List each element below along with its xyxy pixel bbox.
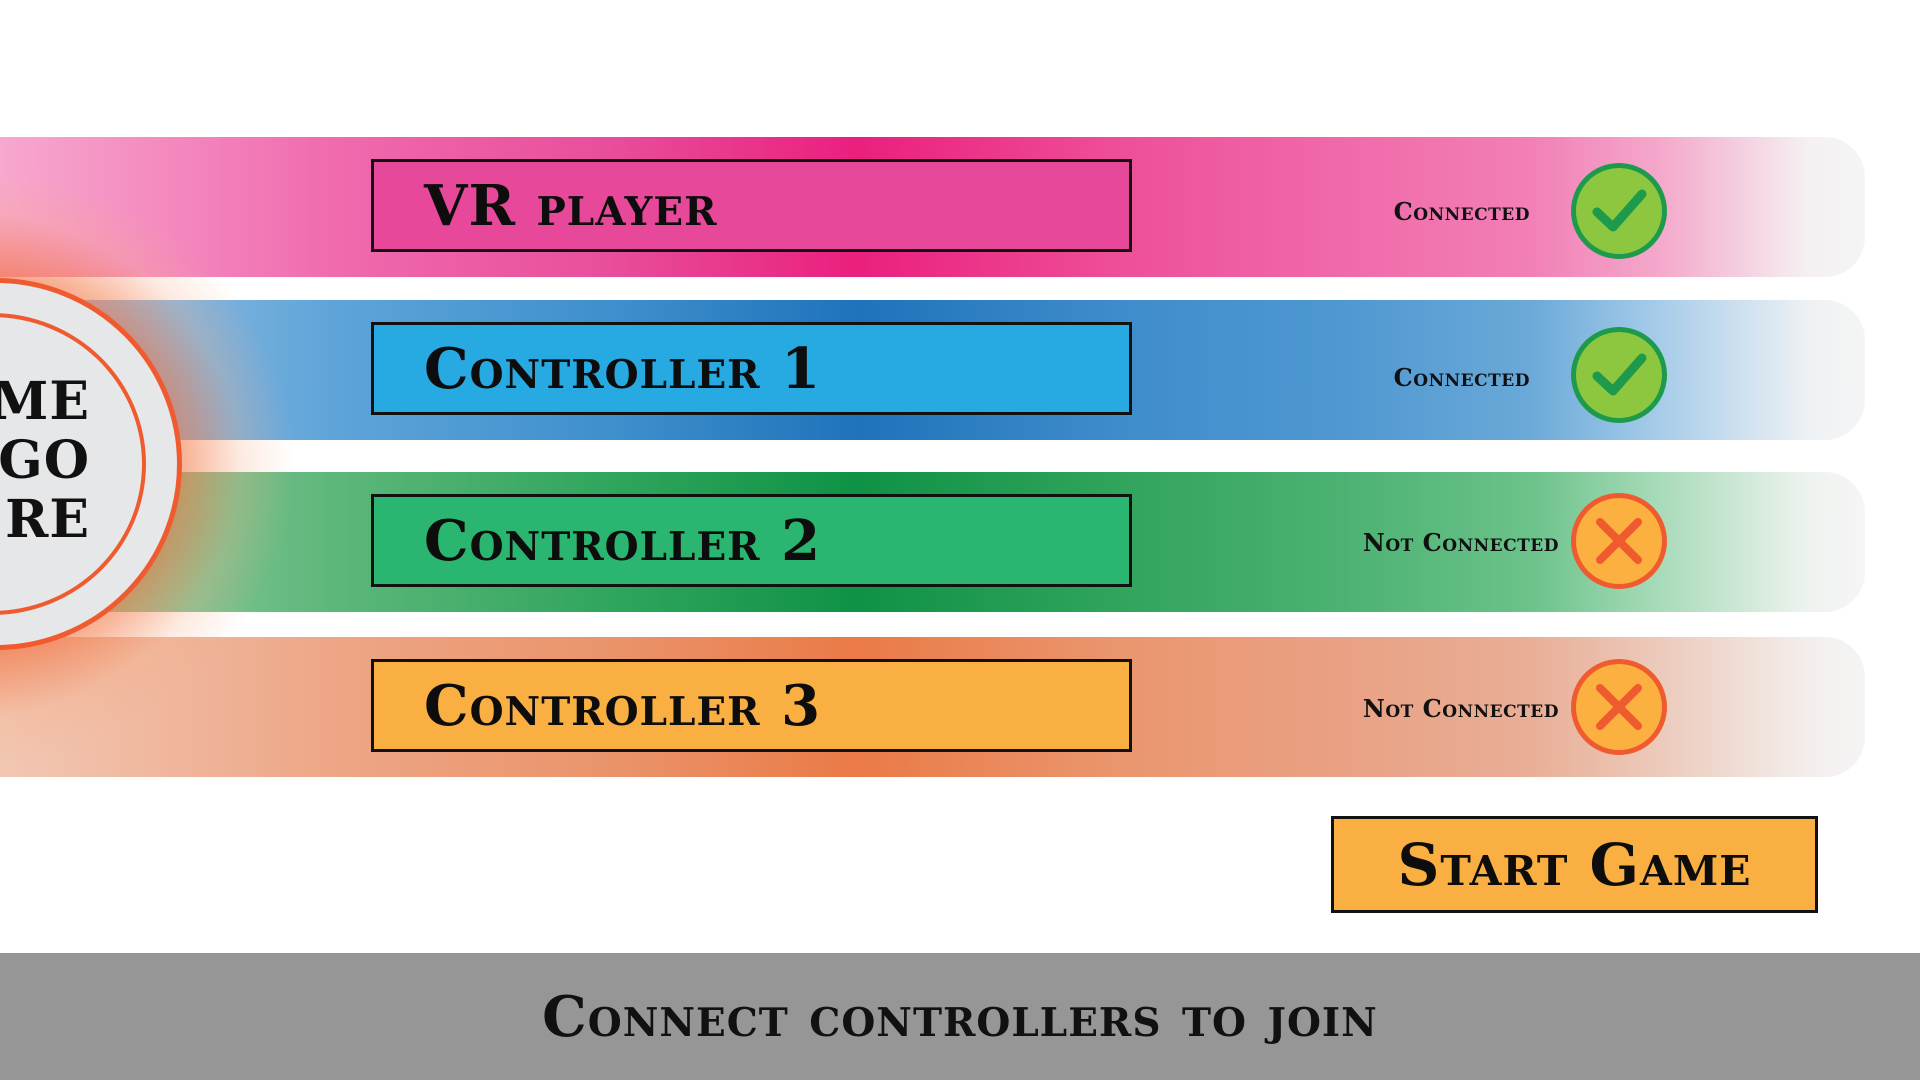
controller-3-slot[interactable]: Controller 3 [371, 659, 1132, 752]
cross-icon [1571, 493, 1667, 589]
controller-2-slot[interactable]: Controller 2 [371, 494, 1132, 587]
controller-1-slot[interactable]: Controller 1 [371, 322, 1132, 415]
footer-bar: Connect controllers to join [0, 953, 1920, 1080]
vr-player-status: Connected [1393, 197, 1530, 226]
start-game-button[interactable]: Start Game [1331, 816, 1818, 913]
logo-line-3: RE [5, 489, 90, 550]
game-logo-text: ME GO RE [0, 372, 90, 549]
cross-icon [1571, 659, 1667, 755]
controller-3-status: Not Connected [1362, 694, 1559, 723]
controller-2-status: Not Connected [1362, 528, 1559, 557]
controller-1-status: Connected [1393, 363, 1530, 392]
checkmark-icon [1571, 163, 1667, 259]
vr-player-slot[interactable]: VR player [371, 159, 1132, 252]
logo-line-2: GO [0, 430, 90, 491]
footer-message: Connect controllers to join [542, 983, 1378, 1050]
logo-line-1: ME [0, 371, 90, 432]
checkmark-icon [1571, 327, 1667, 423]
